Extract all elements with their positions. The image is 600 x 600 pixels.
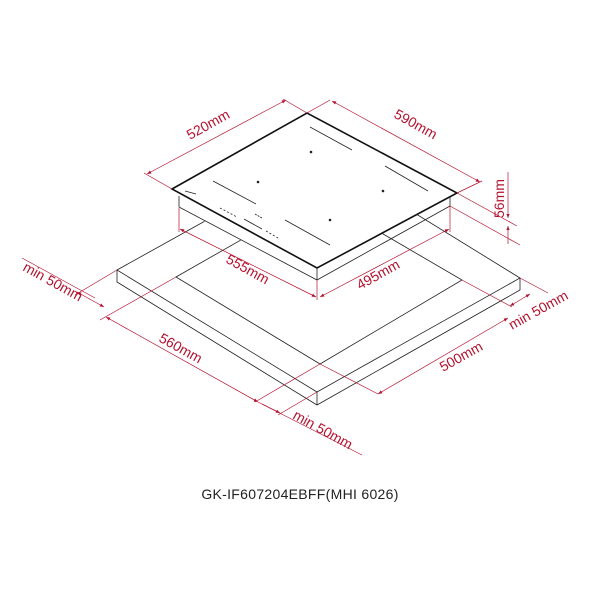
- dim-hob-height: 56mm: [491, 179, 507, 218]
- dim-clearance-front: min 50mm: [291, 407, 356, 453]
- dim-cutout-width: 555mm: [224, 251, 273, 288]
- control-panel-icons: [184, 190, 279, 239]
- dim-counter-width: 560mm: [157, 330, 206, 367]
- model-title: GK-IF607204EBFF(MHI 6026): [201, 486, 399, 502]
- dim-counter-depth: 500mm: [437, 338, 486, 375]
- dim-cutout-depth: 495mm: [354, 256, 403, 293]
- dimension-lines: [21, 98, 549, 456]
- dim-hob-depth: 590mm: [392, 106, 441, 143]
- dim-clearance-left: min 50mm: [21, 259, 86, 305]
- dim-clearance-right: min 50mm: [506, 287, 571, 333]
- dim-hob-width: 520mm: [184, 106, 233, 143]
